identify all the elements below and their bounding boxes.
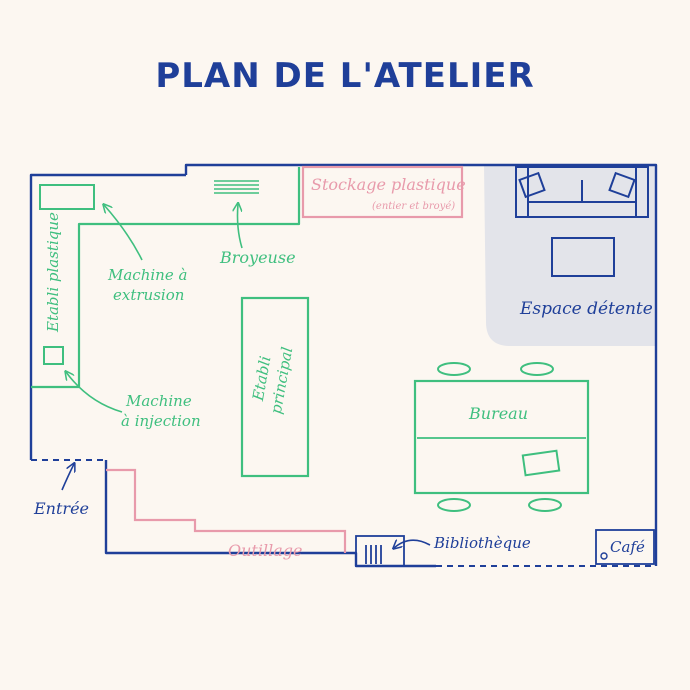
- bibliotheque-label: Bibliothèque: [433, 534, 531, 552]
- broyeuse-arrow: [238, 204, 243, 249]
- dashed-walls: [31, 459, 656, 567]
- extrusion-arrow: [104, 205, 143, 261]
- small-machine-box: [43, 346, 64, 365]
- bureau-label: Bureau: [468, 404, 528, 423]
- etabli-principal: [240, 296, 310, 478]
- injection-arrow: [66, 372, 123, 413]
- stockage-plastique-box: [301, 165, 464, 219]
- broyeuse-machine: [214, 180, 259, 194]
- etabli-plastique-box: [39, 184, 95, 210]
- laptop: [521, 449, 561, 477]
- broyeuse-label: Broyeuse: [219, 248, 296, 267]
- entree-label: Entrée: [33, 499, 89, 518]
- green-partitions: [31, 167, 301, 389]
- stockage-sublabel: (entier et broyé): [372, 201, 455, 212]
- sofa: [515, 166, 649, 218]
- bureau-chairs: [437, 362, 562, 512]
- bibliotheque-shelf: [355, 535, 405, 567]
- cafe-cup: [600, 552, 608, 560]
- cafe-counter: [595, 529, 655, 565]
- outillage-label: Outillage: [228, 541, 302, 560]
- outillage-zone: [106, 468, 347, 553]
- etabli-principal-label-2: principal: [267, 345, 297, 415]
- etabli-plastique-label: Etabli plastique: [44, 212, 62, 333]
- injection-label-1: Machine: [125, 392, 192, 410]
- stockage-label: Stockage plastique: [311, 175, 466, 194]
- cafe-label: Café: [610, 538, 645, 556]
- coffee-table: [551, 237, 615, 277]
- bibliotheque-arrow: [394, 540, 431, 548]
- extrusion-label-1: Machine à: [107, 266, 187, 284]
- page-title: PLAN DE L'ATELIER: [155, 56, 535, 96]
- espace-detente-label: Espace détente: [519, 299, 653, 319]
- extrusion-label-2: extrusion: [113, 286, 184, 304]
- injection-label-2: à injection: [121, 412, 201, 430]
- entree-arrow: [61, 464, 74, 491]
- bureau-desk: [413, 379, 590, 495]
